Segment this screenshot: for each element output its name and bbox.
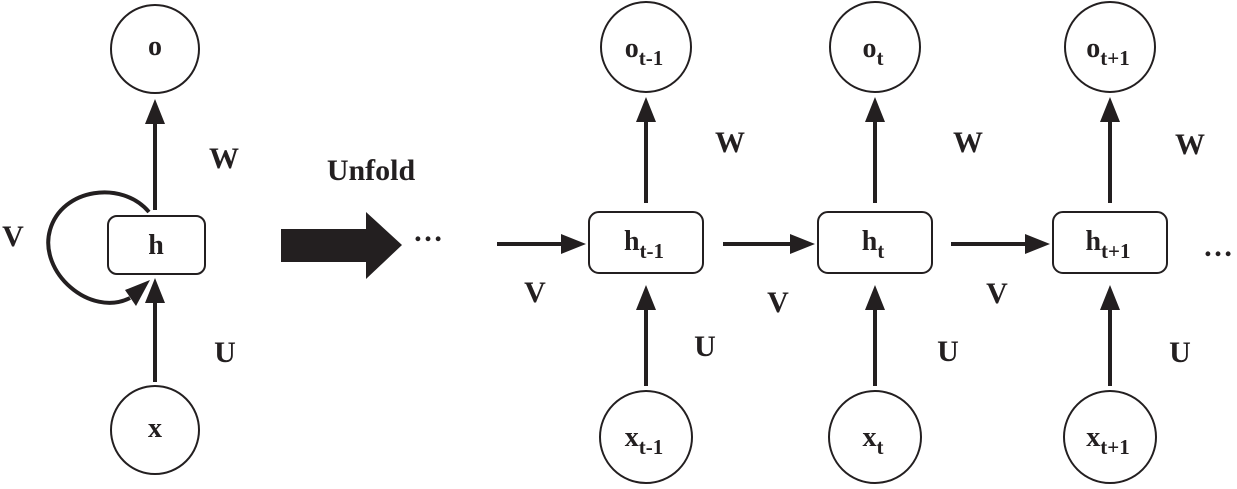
step-1-arrow-recurrent-head <box>561 234 586 254</box>
unfold-transition: Unfold <box>281 154 415 279</box>
step-1-weight-u: U <box>694 330 716 363</box>
folded-recurrent-loop-head <box>125 280 150 306</box>
step-3-weight-w: W <box>1175 128 1205 161</box>
folded-hidden-node <box>107 215 206 275</box>
step-3-hidden-label: ht+1 <box>1085 226 1130 263</box>
folded-arrow-h-to-o-head <box>145 99 165 124</box>
step-1-input-node <box>599 390 693 484</box>
step-3-output-node <box>1064 1 1156 93</box>
step-2-hidden-node <box>817 211 933 274</box>
step-2-input-label: xt <box>863 422 884 459</box>
step-1-output-node <box>600 1 692 93</box>
step-1-weight-w: W <box>715 126 745 159</box>
folded-rnn: o W h V U x <box>2 4 239 475</box>
step-1-arrow-h-to-o-head <box>636 97 656 122</box>
step-2-arrow-recurrent-head <box>790 234 815 254</box>
step-2-weight-w: W <box>953 126 983 159</box>
folded-hidden-label: h <box>148 230 164 261</box>
folded-arrow-x-to-h-head <box>145 278 165 303</box>
trailing-ellipsis: … <box>1203 230 1233 263</box>
folded-output-label: o <box>148 31 162 62</box>
step-2-output-node <box>829 1 921 93</box>
folded-weight-w: W <box>209 142 239 175</box>
step-3-arrow-recurrent-head <box>1025 234 1050 254</box>
step-2-weight-u: U <box>937 335 959 368</box>
step-3-weight-u: U <box>1169 336 1191 369</box>
leading-ellipsis: … <box>413 215 443 248</box>
step-2-arrow-h-to-o-head <box>865 97 885 122</box>
step-3-input-label: xt+1 <box>1086 422 1129 459</box>
folded-input-node <box>110 385 200 475</box>
folded-recurrent-loop <box>46 190 151 305</box>
step-3-arrow-x-to-h-head <box>1100 285 1120 310</box>
step-3-input-node <box>1063 390 1157 484</box>
step-3-hidden-node <box>1052 211 1168 274</box>
folded-input-label: x <box>148 413 162 444</box>
step-1-arrow-x-to-h-head <box>636 285 656 310</box>
step-1-output-label: ot-1 <box>625 33 664 70</box>
step-2-output-label: ot <box>863 33 884 70</box>
unfold-block-arrow <box>281 212 402 279</box>
folded-weight-u: U <box>214 336 236 369</box>
step-3-arrow-h-to-o-head <box>1100 97 1120 122</box>
step-2-arrow-x-to-h-head <box>865 285 885 310</box>
step-3-weight-v: V <box>986 277 1008 310</box>
step-1-hidden-label: ht-1 <box>624 226 664 263</box>
step-2-hidden-label: ht <box>862 226 885 263</box>
step-3-output-label: ot+1 <box>1086 33 1129 70</box>
unfold-label: Unfold <box>327 154 416 187</box>
step-1-weight-v: V <box>524 276 546 309</box>
folded-output-node <box>110 4 200 94</box>
step-1-input-label: xt-1 <box>625 422 664 459</box>
step-2-weight-v: V <box>767 286 789 319</box>
step-1-hidden-node <box>588 211 704 274</box>
step-2-input-node <box>828 390 922 484</box>
folded-weight-v: V <box>2 220 24 253</box>
